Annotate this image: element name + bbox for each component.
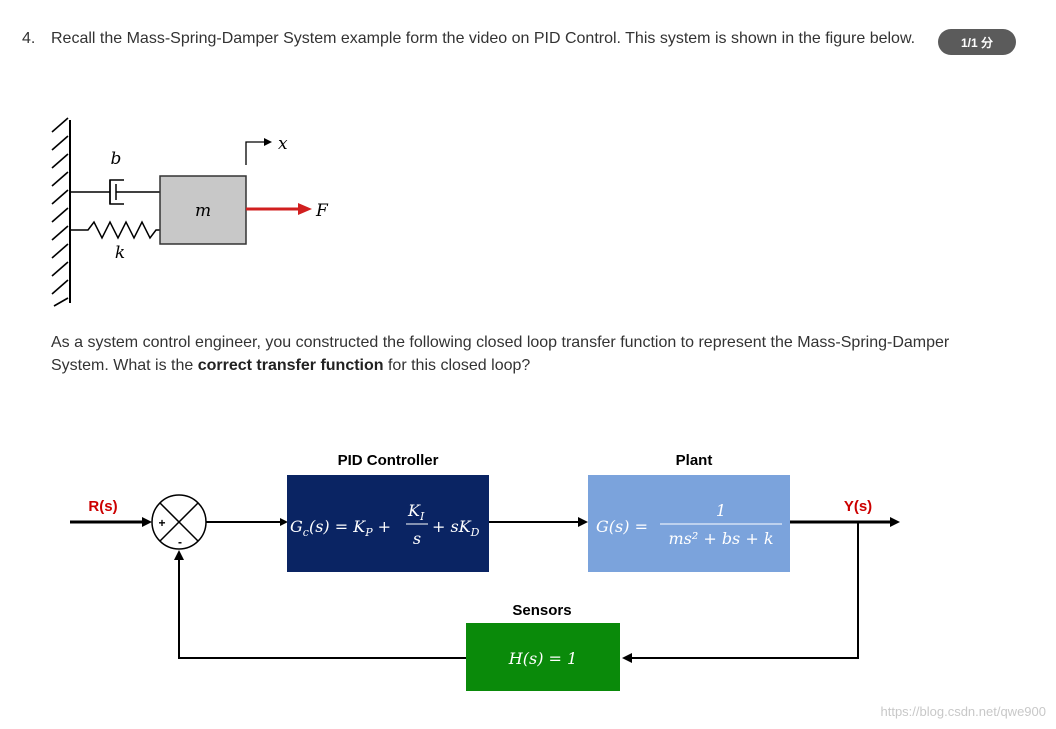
- controller-block: [287, 475, 489, 572]
- mass-spring-damper-figure: m F x b k: [51, 117, 329, 307]
- force-label: F: [315, 201, 329, 221]
- svg-text:1: 1: [716, 501, 726, 520]
- sum-plus: +: [158, 516, 165, 530]
- output-label: Y(s): [844, 498, 872, 515]
- spring: [70, 220, 160, 240]
- mass-block: [159, 175, 247, 245]
- sensors-block: [466, 623, 620, 691]
- sensors-expression: H(s) = 1: [508, 649, 577, 668]
- score-badge: 1/1 分: [938, 29, 1016, 55]
- svg-text:s: s: [413, 529, 421, 548]
- watermark: https://blog.csdn.net/qwe900: [880, 704, 1046, 719]
- damper-label: b: [111, 149, 122, 169]
- question-paragraph: As a system control engineer, you constr…: [51, 331, 951, 377]
- svg-text:Gc(s) = KP +: Gc(s) = KP +: [290, 517, 391, 539]
- svg-text:G(s) =: G(s) =: [596, 517, 648, 536]
- paragraph-part1: As a system control engineer, you constr…: [51, 334, 950, 374]
- wall-hatch: [51, 117, 69, 307]
- displacement-arrow: [245, 141, 266, 165]
- svg-text:+ sKD: + sKD: [432, 517, 480, 539]
- paragraph-part2: for this closed loop?: [383, 357, 531, 374]
- question-text: Recall the Mass-Spring-Damper System exa…: [51, 30, 916, 47]
- feedback-line-left: [178, 558, 466, 659]
- plant-title: Plant: [676, 452, 713, 469]
- svg-text:KI: KI: [407, 501, 425, 523]
- sensors-title: Sensors: [512, 602, 571, 619]
- question-number: 4.: [22, 30, 36, 47]
- feedback-line-right: [632, 522, 859, 659]
- block-diagram: PID Controller Plant Sensors R(s) Y(s) +…: [70, 452, 900, 691]
- sum-minus: -: [178, 535, 182, 549]
- input-label: R(s): [88, 498, 117, 515]
- displacement-label: x: [278, 134, 288, 154]
- damper: [70, 179, 160, 205]
- spring-label: k: [115, 243, 125, 263]
- svg-text:ms² + bs + k: ms² + bs + k: [668, 529, 773, 548]
- mass-label: m: [195, 201, 211, 221]
- controller-title: PID Controller: [338, 452, 439, 469]
- paragraph-bold: correct transfer function: [197, 357, 384, 374]
- controller-expression: Gc(s) = KP + KI s + sKD: [290, 501, 480, 548]
- plant-expression: G(s) = 1 ms² + bs + k: [596, 501, 782, 548]
